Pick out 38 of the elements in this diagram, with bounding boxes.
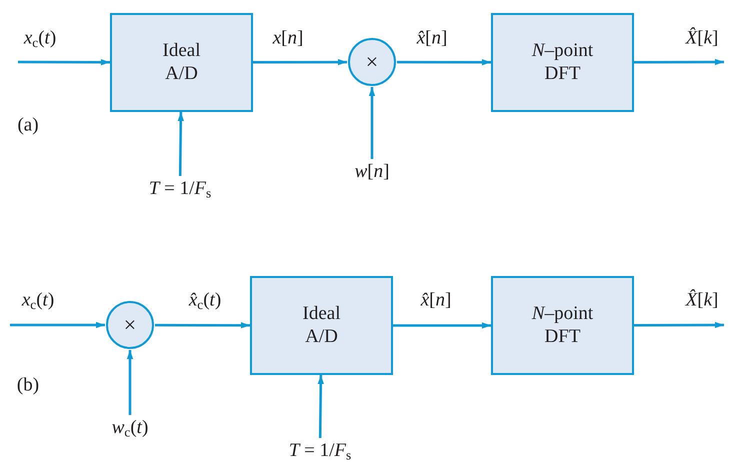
signal-label: x$_{c}$(t): [24, 28, 56, 48]
signal-label: x[n]: [272, 28, 304, 48]
multiply-symbol: ×: [366, 48, 378, 76]
process-box: [110, 13, 253, 112]
panel-label: (a): [17, 116, 39, 134]
block-label: N–point DFT: [530, 302, 594, 348]
arrow: [397, 59, 491, 66]
arrow: [253, 58, 347, 66]
process-box: [491, 13, 634, 112]
block-label: N–point DFT: [530, 40, 594, 86]
panel-label: (b): [16, 376, 40, 394]
signal-label: x$_{c}$(t): [22, 290, 54, 310]
arrow: [10, 322, 105, 328]
multiplier-circle: [348, 38, 396, 86]
block-label: Ideal A/D: [302, 302, 342, 348]
arrow: [126, 350, 134, 415]
arrow: [393, 322, 491, 329]
process-box: [250, 276, 393, 375]
signal-label: X̂[k]: [686, 290, 718, 310]
arrow: [634, 58, 724, 66]
block-label: Ideal A/D: [162, 40, 202, 86]
arrow: [634, 322, 724, 328]
signal-label: x̂[n]: [416, 28, 448, 48]
signal-label: x̂[n]: [420, 290, 452, 310]
arrow: [18, 59, 110, 66]
signal-label: T = 1/F$_{s}$: [130, 176, 230, 202]
signal-label: x̂$_{c}$(t): [188, 290, 222, 310]
signal-label: w$_{c}$(t): [95, 415, 165, 441]
signal-label: X̂[k]: [686, 28, 718, 48]
process-box: [491, 276, 634, 375]
multiply-symbol: ×: [124, 312, 136, 338]
multiplier-circle: [106, 301, 154, 349]
arrow: [318, 374, 324, 438]
arrow: [178, 112, 184, 176]
signal-label: w[n]: [342, 159, 402, 185]
signal-label: T = 1/F$_{s}$: [265, 438, 375, 462]
arrow: [155, 322, 250, 328]
arrow: [368, 87, 376, 159]
